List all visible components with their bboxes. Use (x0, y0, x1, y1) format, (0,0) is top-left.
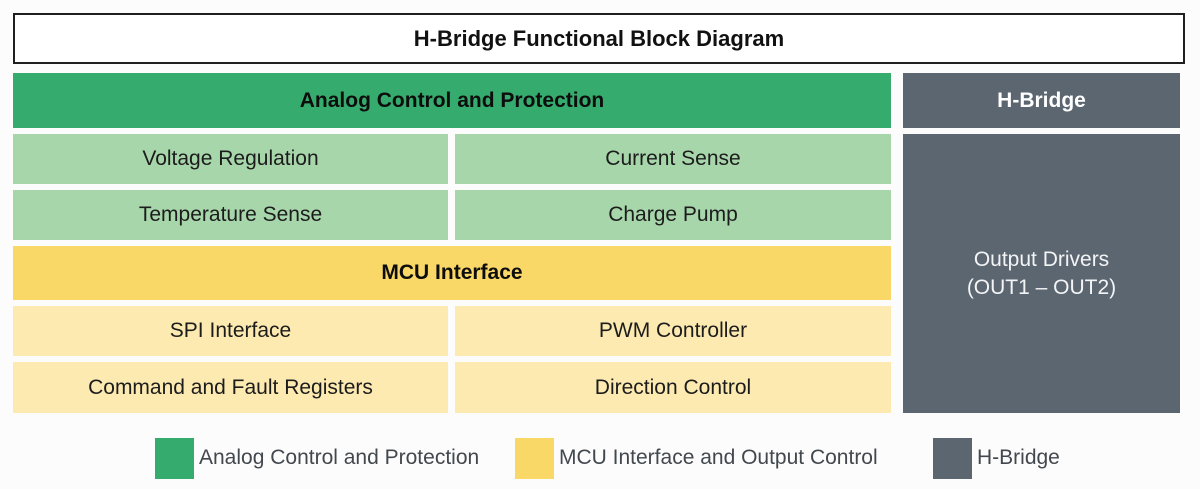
legend-item-mcu: MCU Interface and Output Control (515, 437, 878, 479)
block-pwm-controller: PWM Controller (455, 306, 891, 356)
block-direction-control: Direction Control (455, 362, 891, 413)
block-current-sense: Current Sense (455, 134, 891, 184)
analog-control-protection-header: Analog Control and Protection (13, 73, 891, 128)
mcu-interface-header: MCU Interface (13, 246, 891, 300)
legend-label-hbridge: H-Bridge (977, 446, 1060, 469)
hbridge-header: H-Bridge (903, 73, 1180, 128)
diagram-title: H-Bridge Functional Block Diagram (413, 25, 785, 51)
legend-item-hbridge: H-Bridge (933, 437, 1060, 479)
block-voltage-regulation: Voltage Regulation (13, 134, 448, 184)
legend-item-analog: Analog Control and Protection (155, 437, 479, 479)
block-spi-interface: SPI Interface (13, 306, 448, 356)
block-temperature-sense: Temperature Sense (13, 190, 448, 240)
legend-swatch-gray (933, 437, 972, 479)
output-drivers-line1: Output Drivers (973, 247, 1110, 271)
block-command-fault-registers: Command and Fault Registers (13, 362, 448, 413)
legend-swatch-green (155, 437, 194, 479)
output-drivers-line2: (OUT1 – OUT2) (966, 275, 1117, 299)
diagram-title-box: H-Bridge Functional Block Diagram (13, 13, 1185, 64)
legend-swatch-yellow (515, 437, 554, 479)
block-charge-pump: Charge Pump (455, 190, 891, 240)
block-output-drivers: Output Drivers (OUT1 – OUT2) (903, 134, 1180, 413)
legend-label-mcu: MCU Interface and Output Control (559, 446, 878, 469)
legend-label-analog: Analog Control and Protection (199, 446, 480, 469)
